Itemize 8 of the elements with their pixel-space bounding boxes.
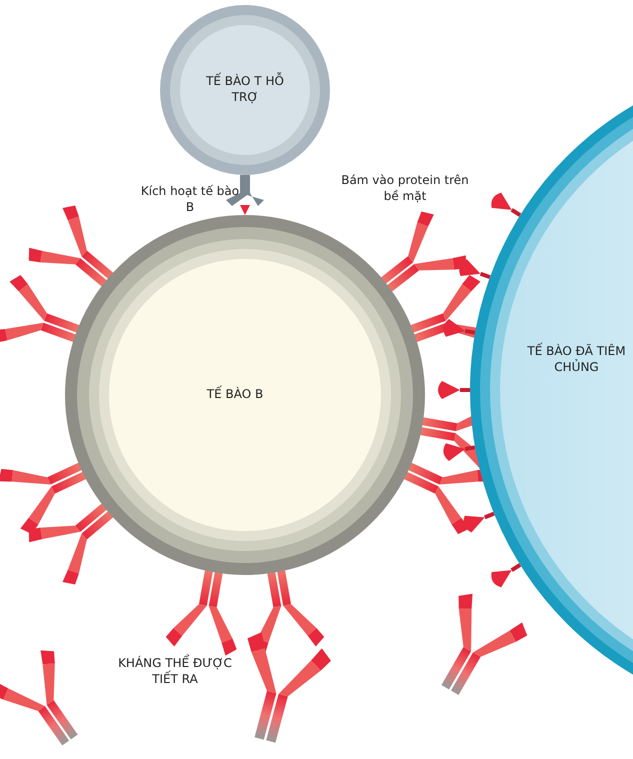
annotation-text: Bám vào protein trên bề mặt <box>340 172 470 204</box>
b-cell-circle <box>65 215 425 575</box>
t-cell-circle <box>160 5 330 175</box>
cell-label: TẾ BÀO B <box>206 387 264 403</box>
annotation-text: KHÁNG THỂ ĐƯỢC TIẾT RA <box>117 655 233 688</box>
cell-label: TẾ BÀO T HỖ TRỢ <box>205 74 285 106</box>
annotation-text: Kích hoạt tế bào B <box>140 183 240 216</box>
cell-label: TẾ BÀO ĐÃ TIÊM CHỦNG <box>526 344 626 376</box>
